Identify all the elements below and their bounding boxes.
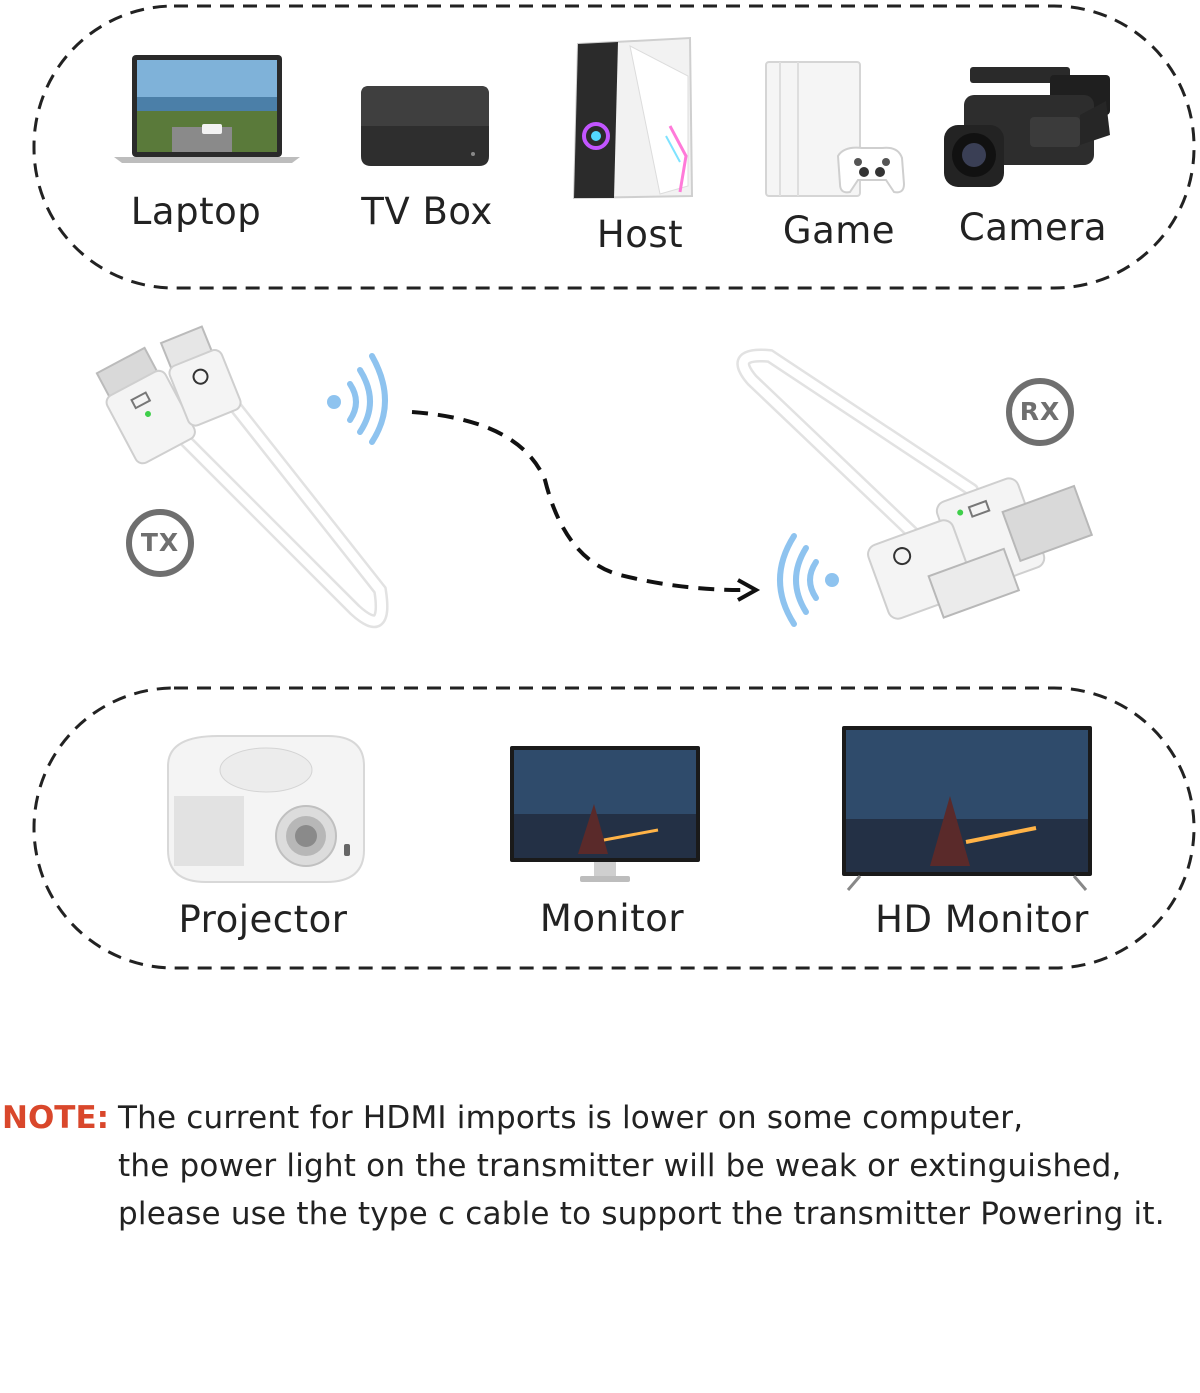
transmission-arrow <box>411 410 743 592</box>
source-label-game: Game <box>782 209 896 252</box>
display-label-hd-monitor: HD Monitor <box>875 898 1089 941</box>
tx-signal-icon <box>327 353 388 445</box>
source-label-host: Host <box>596 213 684 256</box>
camera-icon <box>944 67 1110 187</box>
monitor-icon <box>510 746 700 882</box>
display-label-monitor: Monitor <box>539 897 685 940</box>
note-line-3: please use the type c cable to support t… <box>118 1196 1165 1232</box>
transmitter-dongle-icon <box>95 325 389 629</box>
projector-icon <box>167 735 365 883</box>
rx-signal-icon <box>777 533 839 627</box>
tv-box-icon <box>361 86 489 166</box>
source-label-laptop: Laptop <box>130 190 262 233</box>
note-line-2: the power light on the transmitter will … <box>118 1148 1122 1184</box>
rx-badge: RX <box>1006 378 1074 446</box>
source-label-tv-box: TV Box <box>361 190 493 233</box>
source-label-camera: Camera <box>958 206 1108 249</box>
tx-badge: TX <box>126 509 194 577</box>
display-devices-group <box>32 686 1196 970</box>
note-heading: NOTE: <box>2 1100 110 1136</box>
note-line-1: The current for HDMI imports is lower on… <box>118 1100 1024 1136</box>
game-console-icon <box>765 61 906 197</box>
wireless-link-diagram <box>95 325 1094 629</box>
hd-monitor-icon <box>842 726 1092 891</box>
laptop-icon <box>114 55 300 163</box>
desktop-host-icon <box>572 36 694 200</box>
source-devices-group <box>32 4 1196 290</box>
receiver-dongle-icon <box>736 348 1094 620</box>
display-label-projector: Projector <box>178 898 348 941</box>
